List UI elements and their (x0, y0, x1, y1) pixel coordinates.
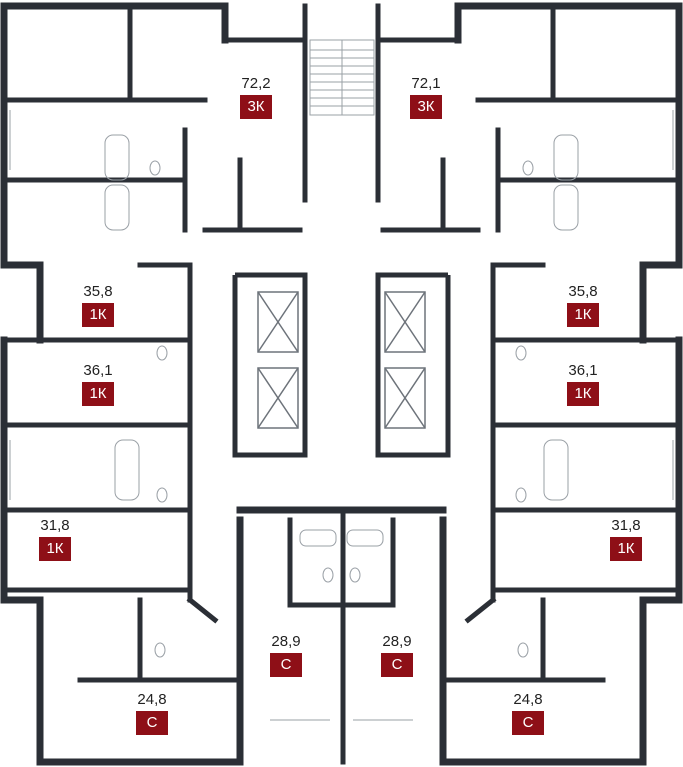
apartment-a11[interactable]: 24,8 С (132, 691, 172, 735)
apartment-area: 72,1 (411, 75, 441, 92)
elevator-core (232, 272, 451, 458)
apartment-a4[interactable]: 35,8 1К (563, 283, 603, 327)
apartment-area: 31,8 (40, 517, 70, 534)
apartment-a2[interactable]: 72,1 3К (406, 75, 446, 119)
apartment-a9[interactable]: 28,9 С (266, 633, 306, 677)
apartment-type-badge: С (381, 653, 413, 677)
apartment-area: 35,8 (83, 283, 113, 300)
apartment-type-badge: 3К (240, 95, 272, 119)
apartment-type-badge: С (136, 711, 168, 735)
apartment-a1[interactable]: 72,2 3К (236, 75, 276, 119)
apartment-a5[interactable]: 36,1 1К (78, 362, 118, 406)
apartment-type-badge: 1К (567, 382, 599, 406)
apartment-type-badge: 3К (410, 95, 442, 119)
bathroom-fixtures (104, 134, 579, 658)
apartment-a8[interactable]: 31,8 1К (606, 517, 646, 561)
apartment-area: 36,1 (568, 362, 598, 379)
apartment-type-badge: 1К (610, 537, 642, 561)
apartment-type-badge: С (512, 711, 544, 735)
apartment-a12[interactable]: 24,8 С (508, 691, 548, 735)
apartment-area: 72,2 (241, 75, 271, 92)
windows (9, 110, 674, 721)
apartment-area: 35,8 (568, 283, 598, 300)
apartment-area: 24,8 (137, 691, 167, 708)
apartment-type-badge: 1К (39, 537, 71, 561)
elevator-shafts (257, 291, 426, 429)
apartment-area: 31,8 (611, 517, 641, 534)
apartment-a10[interactable]: 28,9 С (377, 633, 417, 677)
apartment-type-badge: 1К (82, 382, 114, 406)
apartment-area: 28,9 (382, 633, 412, 650)
apartment-type-badge: 1К (567, 303, 599, 327)
apartment-area: 24,8 (513, 691, 543, 708)
apartment-type-badge: С (270, 653, 302, 677)
apartment-type-badge: 1К (82, 303, 114, 327)
interior-walls (7, 3, 676, 765)
apartment-a6[interactable]: 36,1 1К (563, 362, 603, 406)
apartment-area: 36,1 (83, 362, 113, 379)
apartment-a7[interactable]: 31,8 1К (35, 517, 75, 561)
apartment-area: 28,9 (271, 633, 301, 650)
apartment-a3[interactable]: 35,8 1К (78, 283, 118, 327)
staircase (309, 39, 375, 116)
